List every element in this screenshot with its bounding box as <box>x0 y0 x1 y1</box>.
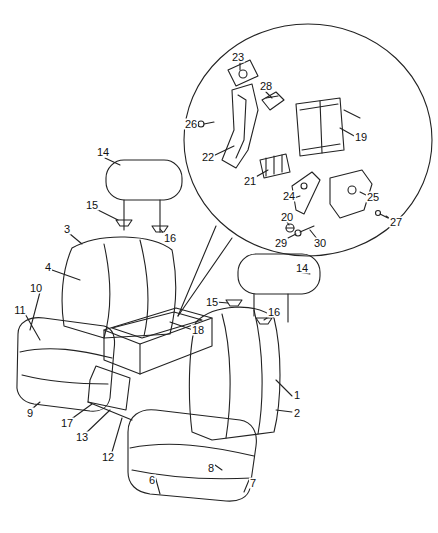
callout-number: 29 <box>274 238 288 249</box>
callout-number: 21 <box>243 176 257 187</box>
callout-number: 6 <box>148 475 156 486</box>
callout-number: 23 <box>231 52 245 63</box>
callout-number: 14 <box>96 147 110 158</box>
callout-number: 18 <box>191 325 205 336</box>
callout-number: 22 <box>201 152 215 163</box>
callout-number: 8 <box>207 463 215 474</box>
callout-number: 11 <box>13 305 26 316</box>
callout-number: 16 <box>163 233 177 244</box>
callout-number: 28 <box>259 81 273 92</box>
callout-number: 4 <box>44 262 52 273</box>
callout-number: 10 <box>29 283 43 294</box>
callout-number: 17 <box>60 418 74 429</box>
callout-number: 20 <box>280 212 294 223</box>
callout-number: 27 <box>389 217 403 228</box>
callout-number: 2 <box>293 408 301 419</box>
callout-number: 15 <box>205 297 219 308</box>
callout-number: 1 <box>293 390 301 401</box>
callout-number: 3 <box>63 224 71 235</box>
callout-number: 12 <box>101 452 115 463</box>
callout-number: 26 <box>184 119 198 130</box>
callout-number: 7 <box>249 478 257 489</box>
callout-number: 13 <box>75 432 89 443</box>
callout-number: 16 <box>267 307 281 318</box>
callout-number: 14 <box>295 263 309 274</box>
callout-number: 19 <box>354 132 368 143</box>
callout-number: 25 <box>366 192 380 203</box>
callout-number: 9 <box>26 408 34 419</box>
callout-number: 30 <box>313 238 327 249</box>
callout-number: 24 <box>282 191 296 202</box>
callout-number: 15 <box>85 200 99 211</box>
